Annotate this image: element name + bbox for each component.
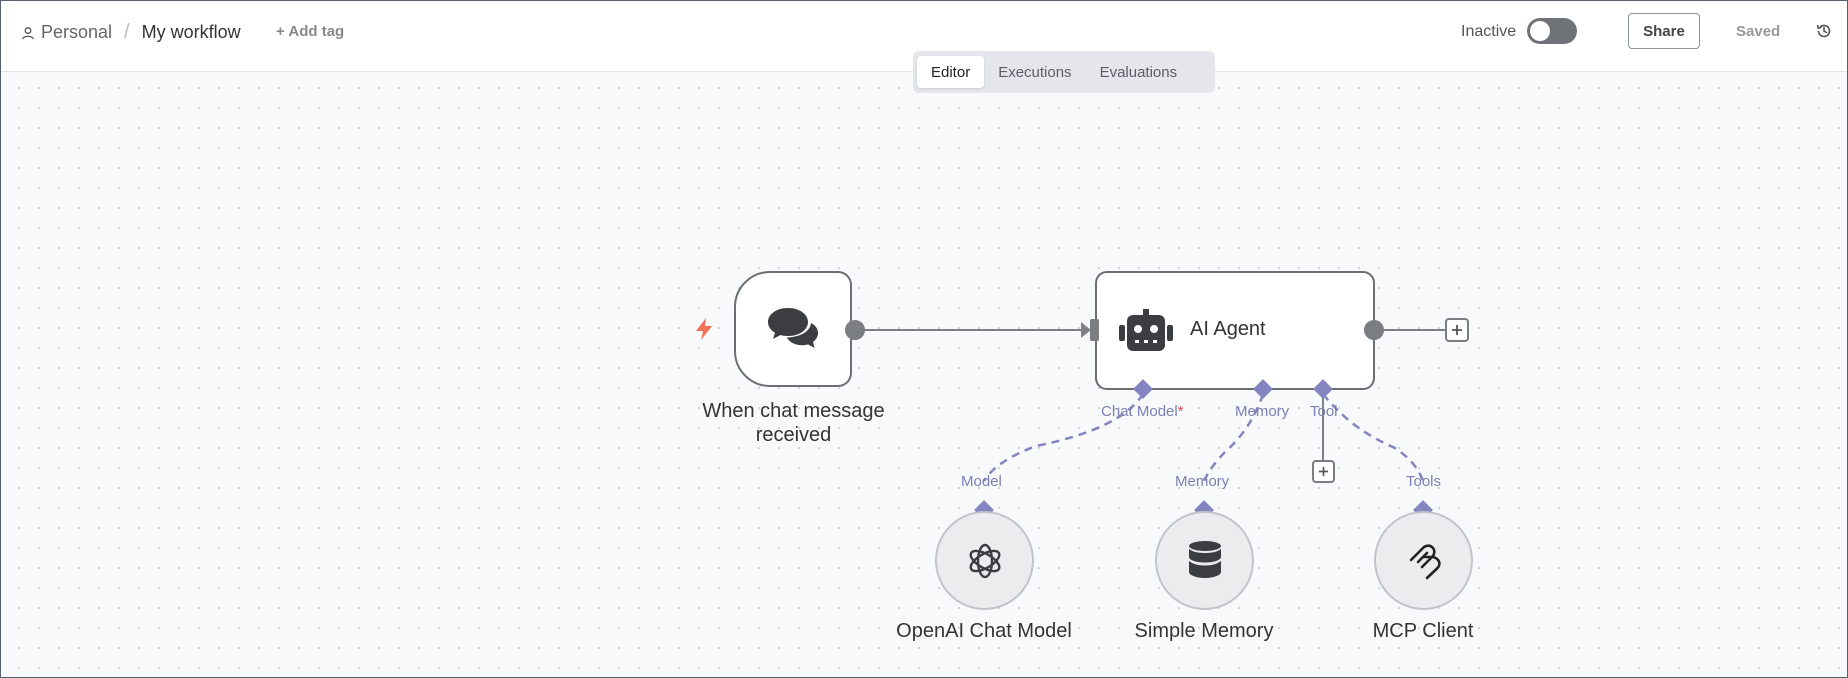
node-simple-memory[interactable] xyxy=(1155,511,1254,610)
plus-icon xyxy=(1318,466,1329,477)
trigger-output-port[interactable] xyxy=(845,320,865,340)
agent-output-port[interactable] xyxy=(1364,320,1384,340)
node-openai-chat-model[interactable] xyxy=(935,511,1034,610)
status-label: Inactive xyxy=(1461,23,1517,40)
robot-icon xyxy=(1119,309,1173,351)
trigger-label-line1: When chat message xyxy=(702,400,885,422)
tab-evaluations[interactable]: Evaluations xyxy=(1099,63,1178,81)
memory-connector-label: Memory xyxy=(1235,403,1290,420)
agent-input-port[interactable] xyxy=(1090,319,1099,341)
trigger-bolt-icon xyxy=(696,318,712,340)
workflow-canvas[interactable] xyxy=(1,72,1847,677)
trigger-label: When chat message received xyxy=(681,399,906,447)
workflow-name[interactable]: My workflow xyxy=(141,22,241,42)
user-icon xyxy=(22,26,34,39)
chat-model-text: Chat Model xyxy=(1101,403,1178,420)
mcp-label: MCP Client xyxy=(1372,620,1474,642)
breadcrumb: Personal / My workflow xyxy=(21,21,241,44)
openai-icon xyxy=(969,543,1001,579)
add-tool-button[interactable] xyxy=(1312,460,1335,483)
node-chat-trigger[interactable] xyxy=(734,271,852,387)
share-button[interactable]: Share xyxy=(1628,13,1700,49)
required-mark: * xyxy=(1177,403,1184,420)
plus-icon xyxy=(1452,325,1462,335)
trigger-label-line2: received xyxy=(755,424,832,446)
project-link[interactable]: Personal xyxy=(41,22,113,42)
node-ai-agent[interactable]: AI Agent xyxy=(1095,271,1375,390)
chat-bubbles-icon xyxy=(768,308,818,348)
memory-input-label: Memory xyxy=(1175,473,1230,490)
tools-input-label: Tools xyxy=(1406,473,1442,490)
tool-connector-label: Tool xyxy=(1310,403,1338,420)
tab-editor[interactable]: Editor xyxy=(917,56,985,88)
history-icon[interactable] xyxy=(1815,22,1833,40)
chat-model-connector-label: Chat Model* xyxy=(1101,403,1184,420)
add-tag-button[interactable]: + Add tag xyxy=(276,23,345,40)
openai-label: OpenAI Chat Model xyxy=(896,620,1072,642)
memory-label: Simple Memory xyxy=(1134,620,1274,642)
saved-status: Saved xyxy=(1736,23,1781,40)
breadcrumb-separator: / xyxy=(124,21,130,43)
node-mcp-client[interactable] xyxy=(1374,511,1473,610)
agent-label: AI Agent xyxy=(1190,318,1266,340)
mcp-icon xyxy=(1409,544,1441,580)
agent-add-next-button[interactable] xyxy=(1445,318,1469,342)
active-toggle[interactable] xyxy=(1527,18,1577,44)
model-input-label: Model xyxy=(961,473,1002,490)
tab-executions[interactable]: Executions xyxy=(998,63,1072,81)
database-icon xyxy=(1189,541,1221,578)
view-tabs: Editor Executions Evaluations xyxy=(913,51,1215,93)
toggle-knob xyxy=(1530,21,1550,41)
